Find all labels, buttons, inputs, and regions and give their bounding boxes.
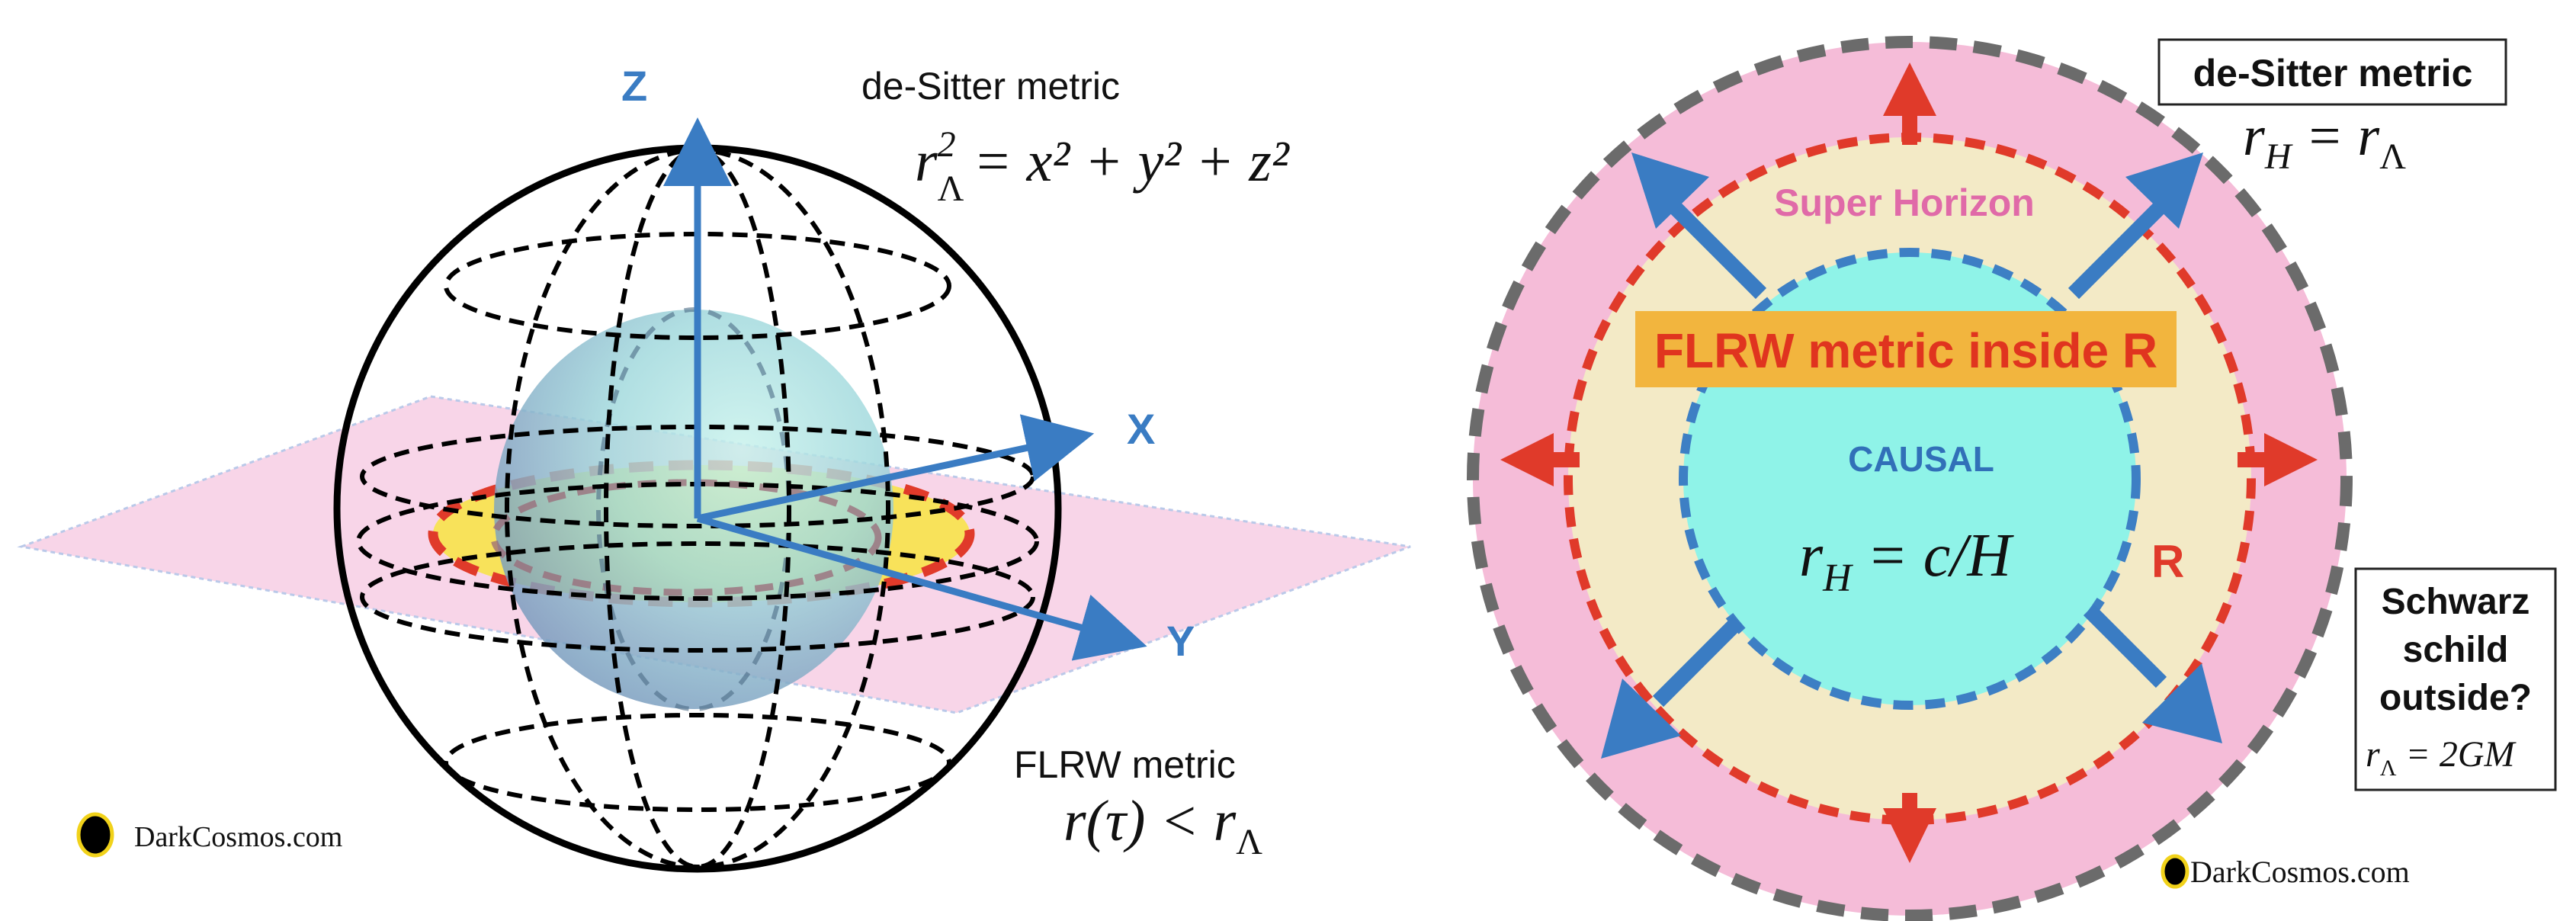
red-arrow-down xyxy=(1883,793,1936,863)
blue-arrow-ne xyxy=(2068,200,2167,300)
flrw-banner-text: FLRW metric inside R xyxy=(1654,323,2157,378)
latitude-ring-bottom xyxy=(444,713,951,812)
flrw-sub: Λ xyxy=(1236,822,1262,862)
flrw-banner xyxy=(1635,311,2177,387)
credit-dot-icon xyxy=(2161,854,2189,889)
radius-R-label: R xyxy=(2151,536,2184,587)
desitter-boundary xyxy=(1467,36,2353,921)
right-desitter-box xyxy=(2157,38,2507,106)
x-axis xyxy=(697,414,1095,522)
eq-r-sub: Λ xyxy=(938,168,964,209)
eq-rhs: = x² + y² + z² xyxy=(973,130,1289,194)
rh-rhs: = c/H xyxy=(1852,522,2015,589)
red-arrow-left xyxy=(1500,433,1580,486)
y-axis xyxy=(696,515,1147,661)
y-axis-label: Y xyxy=(1166,617,1195,665)
left-credit-text: DarkCosmos.com xyxy=(134,821,342,853)
schwarzschild-line2: schild xyxy=(2403,630,2509,670)
red-arrow-right xyxy=(2238,433,2318,486)
right-credit-text: DarkCosmos.com xyxy=(2190,855,2410,889)
schwarzschild-line1: Schwarz xyxy=(2382,582,2530,622)
rd-sub-h: H xyxy=(2264,136,2293,177)
left-desitter-title: de-Sitter metric xyxy=(861,65,1120,108)
left-flrw-title: FLRW metric xyxy=(1014,743,1236,786)
credit-dot-icon xyxy=(76,812,114,858)
causal-label: CAUSAL xyxy=(1848,439,1994,479)
blue-arrow-se xyxy=(2083,604,2167,688)
causal-sphere xyxy=(494,310,893,709)
sphere-equator-ring xyxy=(490,479,882,596)
rd-r: r xyxy=(2243,105,2266,168)
sc-r: r xyxy=(2366,734,2380,775)
schwarzschild-line3: outside? xyxy=(2379,678,2532,718)
eq-r: r xyxy=(915,130,938,194)
expansion-arrows-red xyxy=(1500,63,2318,863)
schwarzschild-box xyxy=(2354,567,2557,791)
left-flrw-equation: r(τ) < rΛ xyxy=(1063,789,1262,862)
rh-sub: H xyxy=(1822,557,1853,600)
right-diagram: Super Horizon FLRW metric inside R CAUSA… xyxy=(1467,36,2557,921)
rd-eq: = r xyxy=(2291,105,2380,168)
blue-arrow-sw xyxy=(1652,615,1744,708)
super-horizon-label: Super Horizon xyxy=(1774,181,2035,224)
red-arrow-up xyxy=(1883,63,1936,145)
expansion-arrows-blue xyxy=(1601,152,2222,759)
left-credit: DarkCosmos.com xyxy=(76,812,342,858)
latitude-ring-lower-mid xyxy=(360,541,1035,653)
sc-rhs: = 2GM xyxy=(2396,734,2517,775)
right-desitter-equation: rH = rΛ xyxy=(2243,105,2406,177)
x-axis-label: X xyxy=(1127,405,1155,453)
flrw-lhs: r(τ) < r xyxy=(1063,789,1237,853)
schwarzschild-equation: rΛ = 2GM xyxy=(2366,734,2517,781)
hubble-radius-equation: rH = c/H xyxy=(1799,522,2014,600)
eq-r-sup: 2 xyxy=(938,124,956,165)
rh-r: r xyxy=(1799,522,1824,589)
hubble-radius-boundary xyxy=(1679,248,2141,710)
blue-arrow-nw xyxy=(1667,200,1767,300)
sc-sub: Λ xyxy=(2380,756,2397,781)
right-credit: DarkCosmos.com xyxy=(2161,854,2410,889)
z-axis-label: Z xyxy=(621,62,647,110)
right-desitter-title: de-Sitter metric xyxy=(2193,52,2473,95)
rd-sub-l: Λ xyxy=(2379,136,2406,177)
